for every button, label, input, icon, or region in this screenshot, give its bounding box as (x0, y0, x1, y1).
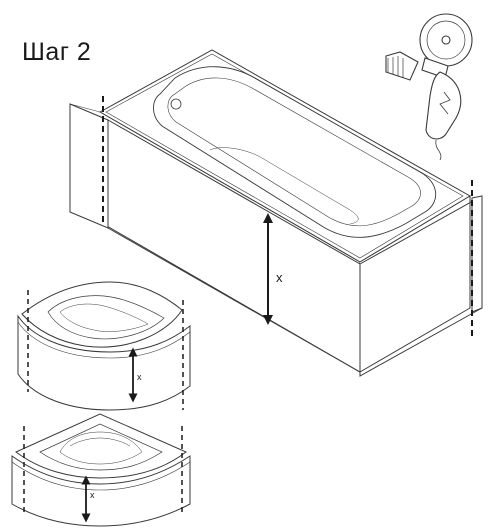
angle-grinder-icon (385, 13, 473, 161)
quarter-bathtub-apron (11, 455, 191, 527)
corner-bathtub-rim (21, 281, 183, 348)
quarter-bathtub-rim (15, 413, 187, 479)
corner-bathtub (17, 281, 191, 411)
corner-bathtub-apron (17, 314, 191, 411)
quarter-bathtub-basin (39, 423, 163, 471)
bathtub-basin-floor (209, 147, 359, 225)
corner-dimension-label: x (137, 372, 142, 382)
bathtub-drain-overflow (170, 98, 182, 110)
end-panel (359, 195, 483, 377)
height-dimension-label: x (276, 270, 283, 285)
bathtub-basin-inner (167, 77, 421, 227)
corner-bathtub-basin (47, 295, 165, 340)
quarter-dimension-label: x (90, 490, 95, 500)
step-title: Шаг 2 (22, 38, 92, 66)
bathtub-rim-inner (105, 53, 464, 259)
bathtub-end-face (359, 195, 471, 373)
bathtub-basin-outer (153, 66, 437, 238)
quarter-circle-bathtub (11, 413, 191, 527)
rectangular-bathtub (98, 49, 471, 373)
